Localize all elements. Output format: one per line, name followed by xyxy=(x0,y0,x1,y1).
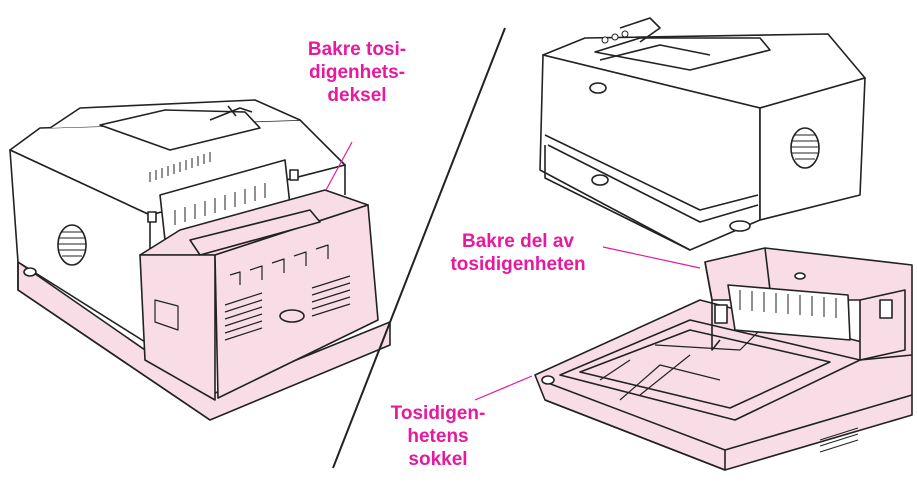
label-line: Bakre tosi- xyxy=(307,39,407,60)
label-line: Bakre del av xyxy=(462,231,574,252)
label-line: Tosidigen- xyxy=(390,403,486,424)
label-rear-duplex-cover: Bakre tosi- digenhets- deksel xyxy=(292,38,422,107)
label-rear-duplex-part: Bakre del av tosidigenheten xyxy=(428,230,608,276)
leader-lines xyxy=(325,141,701,401)
label-line: digenhets- xyxy=(308,62,406,83)
label-duplex-base: Tosidigen- hetens sokkel xyxy=(378,402,498,471)
separator-line xyxy=(332,27,506,469)
label-line: sokkel xyxy=(408,449,468,470)
right-printer xyxy=(539,17,866,251)
label-line: hetens xyxy=(407,426,469,447)
duplex-unit xyxy=(534,247,913,471)
label-line: deksel xyxy=(327,85,387,106)
label-line: tosidigenheten xyxy=(450,254,586,275)
left-printer xyxy=(9,99,391,421)
